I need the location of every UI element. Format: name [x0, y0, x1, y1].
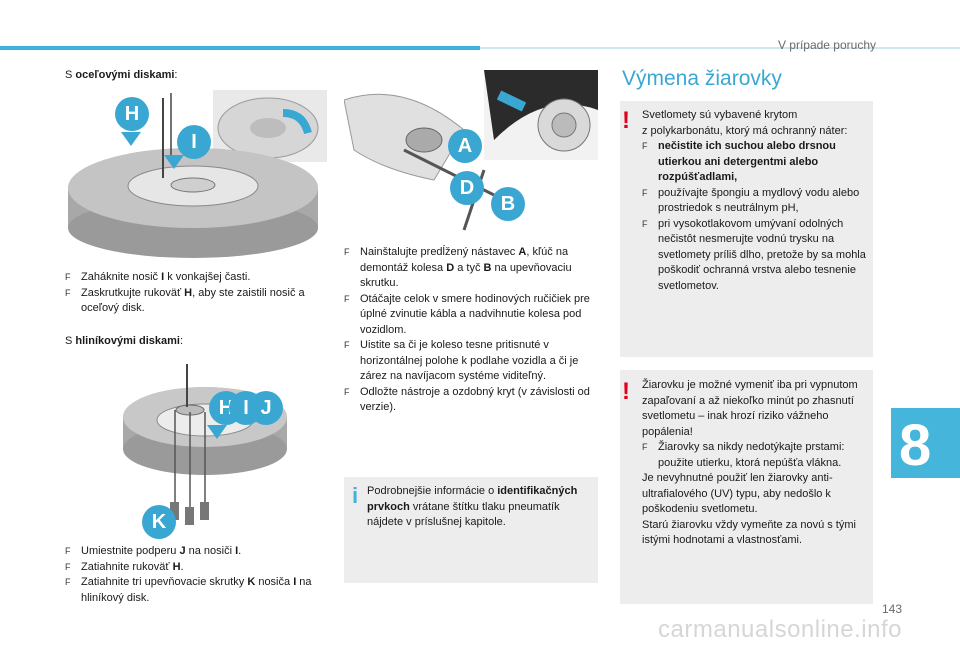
warning-icon-2: !	[622, 378, 630, 405]
warning-text-1: Svetlomety sú vybavené krytom z polykarb…	[642, 108, 870, 294]
info-panel: i Podrobnejšie informácie o identifikačn…	[344, 477, 598, 583]
header-bar-thin	[480, 47, 960, 49]
section-title: V prípade poruchy	[777, 38, 876, 52]
arrow-hij	[207, 425, 227, 439]
info-icon: i	[352, 483, 359, 508]
arrow-h	[121, 132, 141, 146]
page-number: 143	[881, 602, 902, 616]
steel-intro: S oceľovými diskami:	[65, 69, 178, 81]
arrow-i	[164, 155, 184, 169]
label-i: I	[177, 125, 211, 159]
header-bar	[0, 46, 480, 50]
tool-steps: Nainštalujte predĺžený nástavec A, kľúč …	[344, 245, 599, 416]
tool-assembly-figure	[344, 70, 598, 231]
warning-panel-1: ! Svetlomety sú vybavené krytom z polyka…	[620, 101, 873, 357]
alu-wheel-figure	[123, 364, 287, 525]
info-text: Podrobnejšie informácie o identifikačnýc…	[367, 485, 578, 528]
label-a: A	[448, 129, 482, 163]
label-h: H	[115, 97, 149, 131]
label-d: D	[450, 171, 484, 205]
label-b: B	[491, 187, 525, 221]
page-title: Výmena žiarovky	[622, 67, 782, 90]
chapter-tab: 8	[891, 408, 960, 478]
alu-intro: S hliníkovými diskami:	[65, 335, 184, 347]
warning-text-2: Žiarovku je možné vymeniť iba pri vypnut…	[642, 378, 870, 549]
label-k: K	[142, 505, 176, 539]
steel-wheel-figure	[63, 88, 329, 258]
warning-panel-2: ! Žiarovku je možné vymeniť iba pri vypn…	[620, 370, 873, 604]
watermark: carmanualsonline.info	[658, 616, 902, 643]
steel-steps: Zaháknite nosič I k vonkajšej časti. Zas…	[65, 270, 330, 317]
alu-steps: Umiestnite podperu J na nosiči I. Zatiah…	[65, 544, 330, 606]
warning-icon: !	[622, 107, 630, 134]
label-j-alu: J	[249, 391, 283, 425]
